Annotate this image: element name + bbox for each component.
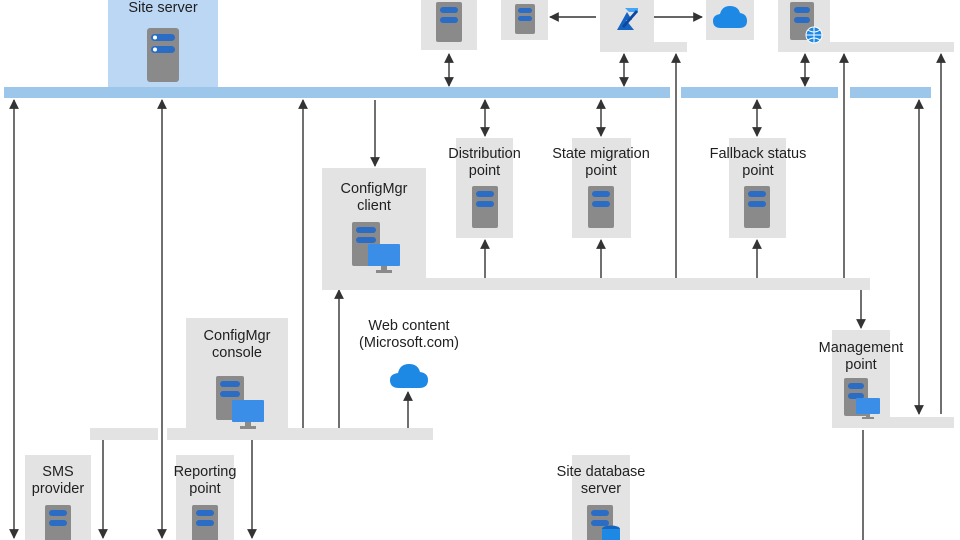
database-icon bbox=[602, 525, 620, 540]
top-server-node-2 bbox=[501, 0, 548, 40]
fallback-status-point-label: Fallback status point bbox=[709, 146, 807, 179]
server-icon bbox=[45, 505, 71, 540]
distribution-point-label: Distribution point bbox=[448, 146, 521, 179]
web-content-label: Web content (Microsoft.com) bbox=[359, 318, 459, 351]
reporting-point-label: Reporting point bbox=[173, 464, 237, 497]
cloud-management-gateway-node bbox=[600, 0, 654, 42]
monitor-icon bbox=[368, 244, 400, 273]
site-database-server-label: Site database server bbox=[556, 464, 646, 497]
mp-shelf bbox=[832, 417, 954, 428]
top-server-node-1 bbox=[421, 0, 477, 50]
server-icon bbox=[192, 505, 218, 540]
server-icon bbox=[515, 4, 535, 34]
network-bus-main bbox=[4, 87, 670, 98]
top-shelf-cmg bbox=[600, 42, 687, 52]
network-bus-right bbox=[850, 87, 931, 98]
state-migration-point-label: State migration point bbox=[552, 146, 650, 179]
client-shelf bbox=[322, 278, 870, 290]
monitor-icon bbox=[232, 400, 264, 429]
monitor-icon bbox=[856, 398, 880, 419]
top-server-node-3 bbox=[778, 0, 830, 46]
cloud-service-node bbox=[706, 0, 754, 40]
network-bus-middle bbox=[681, 87, 838, 98]
server-icon bbox=[588, 186, 614, 228]
configmgr-client-label: ConfigMgr client bbox=[340, 181, 408, 214]
site-server-node: Site server bbox=[108, 0, 218, 87]
site-server-label: Site server bbox=[128, 0, 198, 16]
console-shelf bbox=[167, 428, 433, 440]
server-icon bbox=[436, 2, 462, 42]
management-point-label: Management point bbox=[818, 340, 904, 373]
server-icon bbox=[147, 28, 179, 82]
globe-icon bbox=[805, 26, 823, 44]
sms-shelf bbox=[90, 428, 158, 440]
cloud-icon bbox=[390, 364, 428, 388]
server-icon bbox=[744, 186, 770, 228]
sms-provider-label: SMS provider bbox=[31, 464, 85, 497]
cloud-icon bbox=[713, 6, 747, 28]
configmgr-console-label: ConfigMgr console bbox=[203, 328, 271, 361]
top-shelf-right bbox=[778, 42, 954, 52]
azure-icon bbox=[617, 8, 638, 30]
server-icon bbox=[472, 186, 498, 228]
